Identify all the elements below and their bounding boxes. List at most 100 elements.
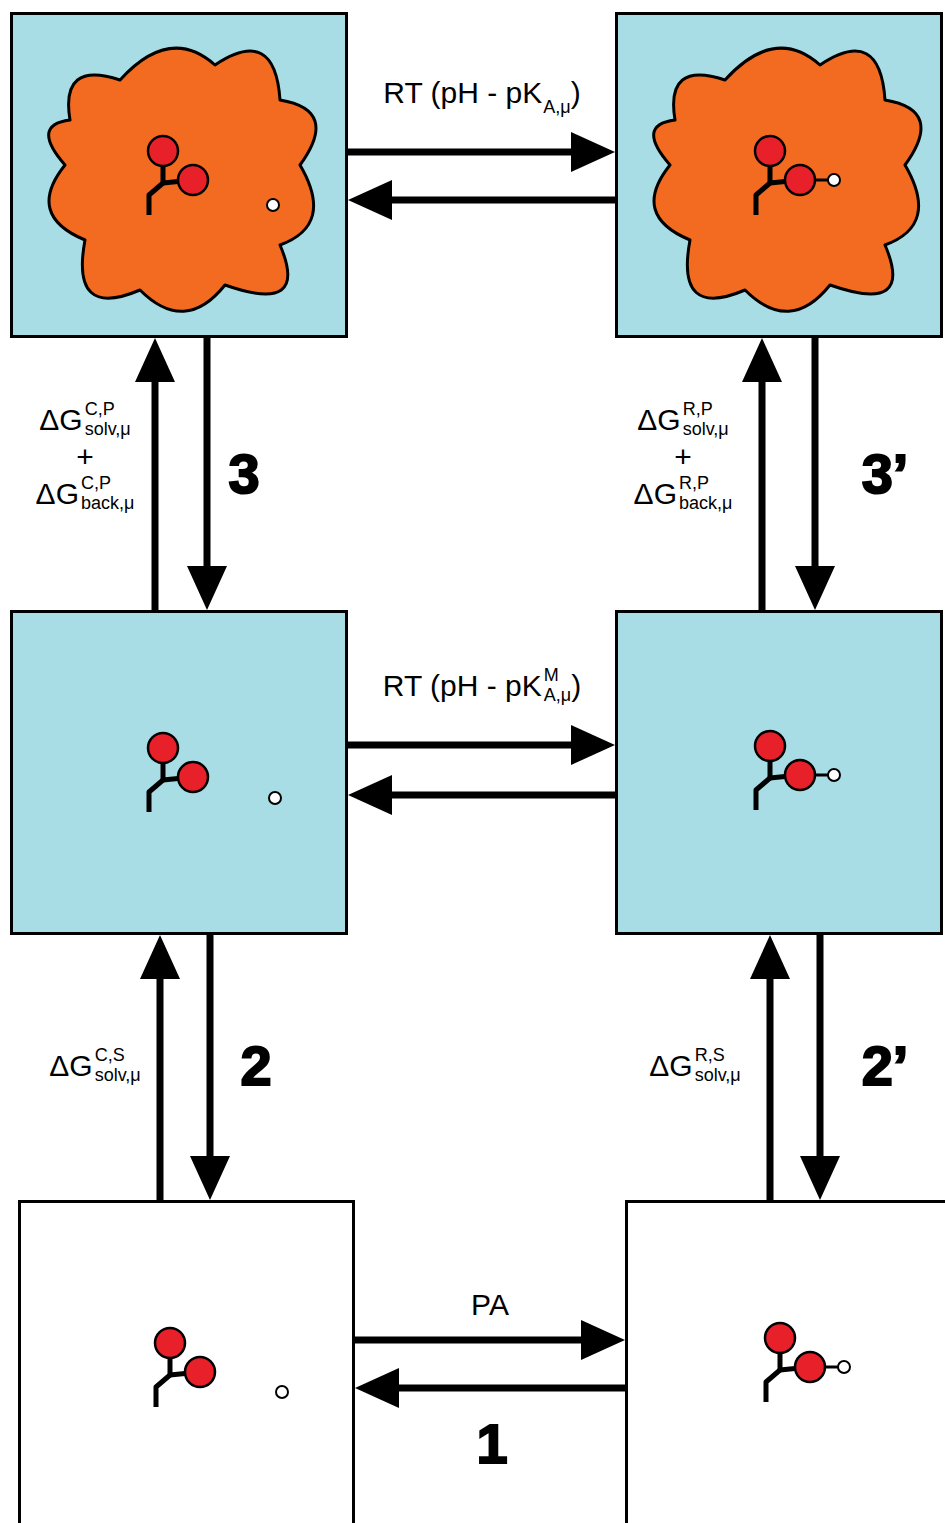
subscript: solv,μ: [95, 1066, 141, 1086]
edge-label: ΔG: [49, 1049, 92, 1084]
arrow-head: [742, 338, 782, 382]
label-row: 2’: [862, 1035, 909, 1097]
label-text: ): [571, 76, 581, 111]
subscript: back,μ: [679, 494, 732, 514]
free-energy-label: ΔGC,Psolv,μ+ΔGC,Pback,μ: [36, 400, 135, 514]
arrow-shaft: [204, 338, 211, 566]
subscript: A,μ: [543, 97, 570, 118]
label-row: RT (pH - pKMA,μ): [383, 666, 581, 706]
superscript: R,P: [679, 474, 709, 494]
reaction-arrow: [187, 338, 227, 610]
state-box: [18, 1200, 355, 1523]
reaction-arrow: [348, 132, 615, 172]
label-row: ΔGC,Ssolv,μ: [49, 1046, 140, 1086]
arrow-shaft: [767, 979, 774, 1200]
arrow-head: [187, 566, 227, 610]
step-number: 2: [240, 1035, 271, 1097]
step-number: 3’: [862, 443, 909, 505]
arrow-head: [795, 566, 835, 610]
label-row: +: [76, 440, 94, 475]
script-stack: MA,μ: [544, 666, 571, 706]
carboxylate-group: [155, 1328, 215, 1407]
arrow-shaft: [157, 979, 164, 1200]
reaction-arrow: [190, 935, 230, 1200]
arrow-shaft: [355, 1337, 581, 1344]
arrow-shaft: [392, 792, 615, 799]
state-box: [10, 12, 348, 338]
arrow-head: [581, 1320, 625, 1360]
proton: [269, 792, 281, 804]
arrow-head: [348, 775, 392, 815]
step-number: 2: [240, 1035, 271, 1097]
arrow-shaft: [812, 338, 819, 566]
arrow-shaft: [348, 149, 571, 156]
subscript: back,μ: [81, 494, 134, 514]
label-text: +: [674, 440, 692, 475]
script-stack: C,Ssolv,μ: [95, 1046, 141, 1086]
script-stack: C,Pback,μ: [81, 474, 134, 514]
arrow-head: [750, 935, 790, 979]
label-text: ΔG: [634, 477, 677, 512]
carboxylic-acid-group: [755, 136, 840, 215]
subscript: A,μ: [544, 686, 571, 706]
reaction-arrow: [348, 725, 615, 765]
label-row: 1: [476, 1413, 507, 1475]
arrow-shaft: [348, 742, 571, 749]
reaction-arrow: [355, 1320, 625, 1360]
superscript: M: [544, 666, 559, 686]
proton: [267, 199, 279, 211]
label-text: +: [76, 440, 94, 475]
state-box: [615, 12, 943, 338]
carboxylate-group: [148, 136, 208, 215]
reaction-arrow: [355, 1368, 625, 1408]
state-box: [10, 610, 348, 935]
label-row: ΔGR,Ssolv,μ: [649, 1046, 740, 1086]
edge-label: ΔG: [649, 1049, 692, 1084]
edge-label: PA: [471, 1288, 509, 1323]
label-row: 3: [228, 443, 259, 505]
label-row: RT (pH - pKA,μ): [383, 76, 580, 111]
arrow-head: [190, 1156, 230, 1200]
superscript: C,P: [85, 400, 115, 420]
script-stack: C,Psolv,μ: [85, 400, 131, 440]
step-number: 1: [476, 1413, 507, 1475]
edge-label: RT (pH - pK: [383, 669, 542, 704]
label-row: ΔGR,Psolv,μ: [637, 400, 728, 440]
superscript: R,S: [695, 1046, 725, 1066]
script-stack: R,Psolv,μ: [683, 400, 729, 440]
carboxylic-acid-group: [755, 731, 840, 810]
step-number: 3’: [862, 443, 909, 505]
step-number: 2’: [862, 1035, 909, 1097]
arrow-shaft: [207, 935, 214, 1156]
arrow-head: [800, 1156, 840, 1200]
reaction-arrow: [135, 338, 175, 610]
label-row: ΔGR,Pback,μ: [634, 474, 733, 514]
arrow-shaft: [817, 935, 824, 1156]
subscript: solv,μ: [85, 420, 131, 440]
free-energy-label: ΔGR,Psolv,μ+ΔGR,Pback,μ: [634, 400, 733, 514]
arrow-head: [571, 132, 615, 172]
reaction-arrow: [800, 935, 840, 1200]
state-box: [615, 610, 943, 935]
arrow-head: [348, 180, 392, 220]
free-energy-label: ΔGC,Ssolv,μ: [49, 1046, 140, 1086]
protein-blob: [654, 48, 921, 311]
subscript: solv,μ: [695, 1066, 741, 1086]
arrow-head: [140, 935, 180, 979]
label-row: 3’: [862, 443, 909, 505]
label-row: ΔGC,Pback,μ: [36, 474, 135, 514]
free-energy-label: RT (pH - pKMA,μ): [383, 666, 581, 706]
step-number: 3: [228, 443, 259, 505]
label-row: ΔGC,Psolv,μ: [39, 400, 130, 440]
arrow-shaft: [759, 382, 766, 610]
arrow-shaft: [399, 1385, 625, 1392]
label-row: 2: [240, 1035, 271, 1097]
arrow-head: [571, 725, 615, 765]
step-number: 3: [228, 443, 259, 505]
reaction-arrow: [348, 775, 615, 815]
proton: [276, 1386, 288, 1398]
edge-label: RT (pH - pK: [383, 76, 542, 111]
reaction-arrow: [140, 935, 180, 1200]
